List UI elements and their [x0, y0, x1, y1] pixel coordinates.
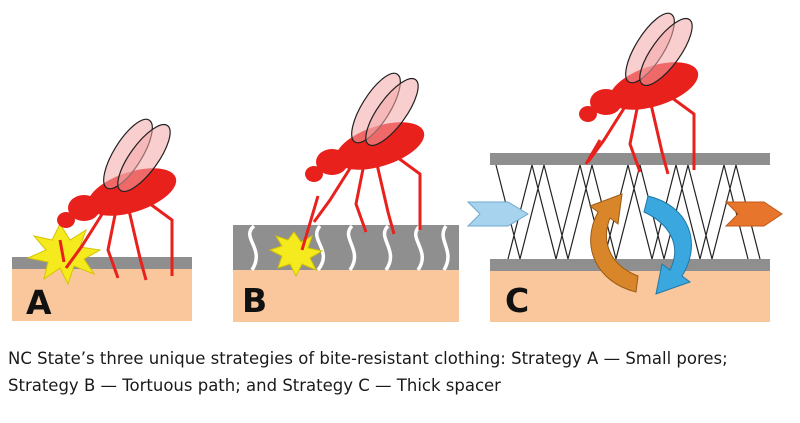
panel-b-tortuous-paths: [247, 224, 450, 272]
panel-b-proboscis: [300, 195, 320, 251]
panel-b: B: [233, 65, 459, 322]
panel-b-skin: [233, 270, 459, 322]
bite-resistant-clothing-diagram: A B C: [12, 5, 783, 322]
panel-b-fabric: [233, 225, 459, 270]
panel-c: C: [466, 5, 783, 322]
panel-c-cycle-blue-arrow: [643, 195, 692, 295]
panel-b-bite-burst: [268, 231, 324, 278]
panel-c-spacer-mesh: [495, 164, 761, 260]
panel-a-proboscis: [58, 239, 66, 263]
panel-c-cycle-orange-arrow: [588, 193, 639, 293]
caption-line-1: NC State’s three unique strategies of bi…: [8, 349, 728, 368]
caption-line-2: Strategy B — Tortuous path; and Strategy…: [8, 376, 501, 395]
panel-c-mosquito: [577, 5, 706, 176]
panel-a-skin: [12, 265, 192, 321]
panel-c-bottom-fabric: [490, 259, 770, 271]
panel-c-airflow-out-arrow: [724, 201, 783, 227]
panel-a-letter: A: [26, 283, 52, 322]
panel-b-letter: B: [242, 281, 267, 320]
panel-c-letter: C: [505, 281, 529, 320]
panel-a: A: [12, 111, 192, 322]
figure-caption: NC State’s three unique strategies of bi…: [8, 345, 792, 399]
panel-a-mosquito: [55, 111, 184, 282]
panel-c-airflow-in-arrow: [466, 201, 529, 227]
panel-c-top-fabric: [490, 153, 770, 165]
panel-b-mosquito: [303, 65, 432, 236]
